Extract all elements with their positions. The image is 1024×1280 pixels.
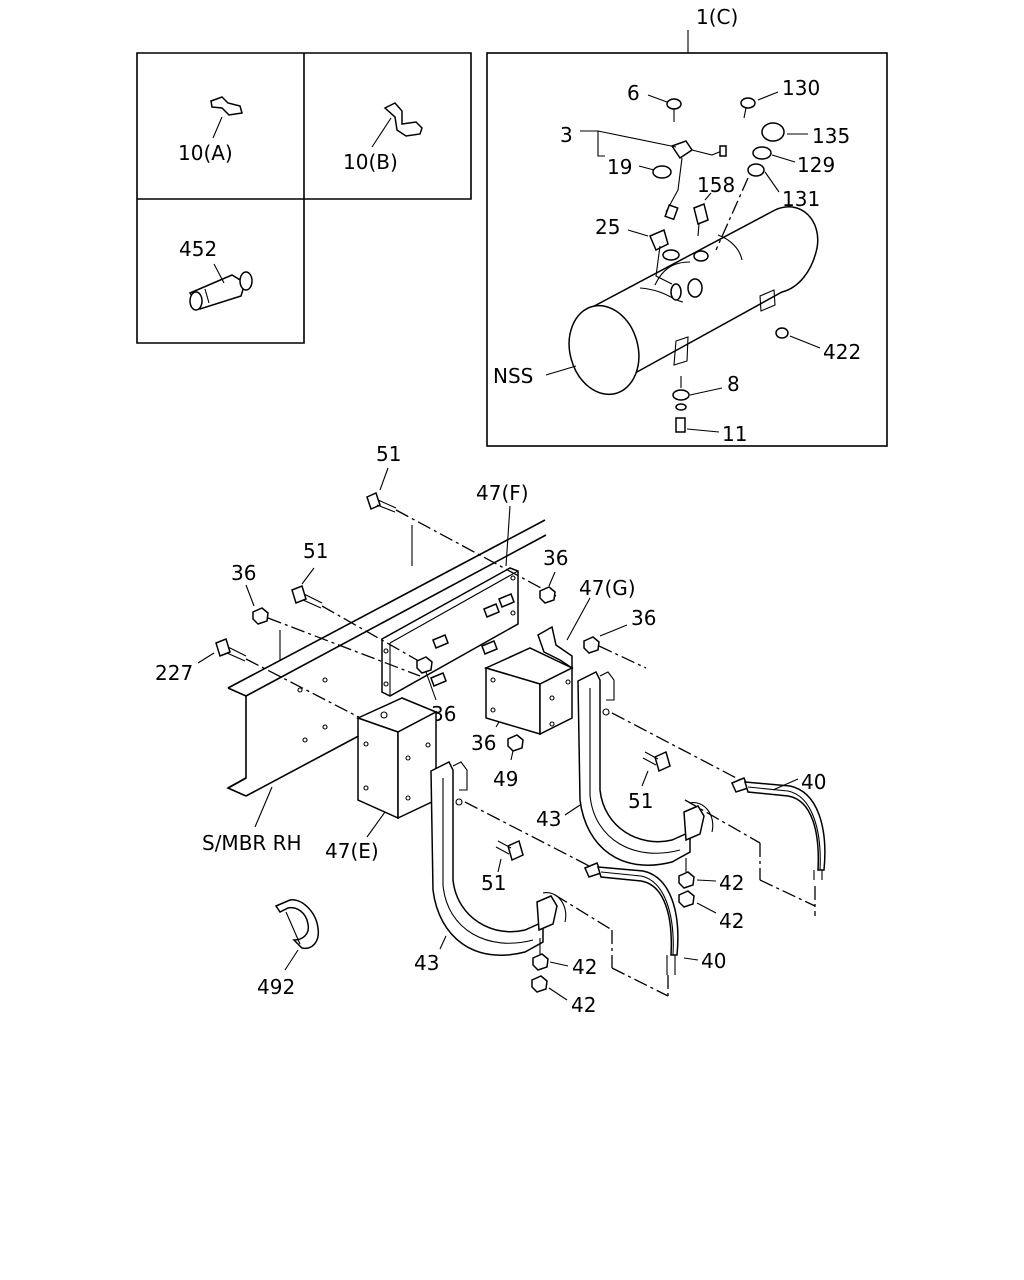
callout-36-lower: 36 [471,731,496,755]
connector-452-part [188,263,253,311]
callout-42-c: 42 [572,955,597,979]
nut-36-left [252,607,421,677]
nut-36-right [583,636,647,669]
nut-49 [507,734,524,752]
screw-6-part [666,98,682,122]
callout-42-b: 42 [719,909,744,933]
strap-40-upper [731,777,826,880]
callout-47g: 47(G) [579,576,636,600]
band-clip-492 [274,899,320,950]
nut-42-b [678,890,695,908]
nut-42-a [678,858,695,889]
callout-19: 19 [607,155,632,179]
callout-227: 227 [155,661,193,685]
callout-43-lower: 43 [414,951,439,975]
j-strap-43-upper [577,670,714,866]
callout-nss: NSS [493,364,533,388]
strap-40-lower-dash [554,894,669,1000]
callout-42-d: 42 [571,993,596,1017]
callout-40-upper: 40 [801,770,826,794]
studs [430,593,515,687]
nut-42-c [532,938,549,971]
strap-40-lower [584,862,679,975]
nut-36-upper [539,586,556,604]
cap-parts-130-135 [687,97,785,298]
callout-51-upper-strap: 51 [628,789,653,813]
callout-11: 11 [722,422,747,446]
callout-1c: 1(C) [696,5,738,29]
callout-3: 3 [560,123,573,147]
bolt-227 [215,638,381,729]
bolt-51-top [366,491,557,597]
callout-8: 8 [727,372,740,396]
callout-51-lower-strap: 51 [481,871,506,895]
inset-box-group [136,52,472,344]
callout-492: 492 [257,975,295,999]
callout-51-top: 51 [376,442,401,466]
callout-43-upper: 43 [536,807,561,831]
callout-40-lower: 40 [701,949,726,973]
callout-130: 130 [782,76,820,100]
callout-smbr-rh: S/MBR RH [202,831,302,855]
bracket-47f [381,567,519,697]
callout-47f: 47(F) [476,481,529,505]
plug-422-part [775,327,789,339]
callout-36-upper: 36 [543,546,568,570]
callout-10b: 10(B) [343,150,398,174]
bolt-51-left [291,585,425,665]
callout-49: 49 [493,767,518,791]
bolt-51-lower-strap [464,801,598,871]
j-strap-43-lower [430,760,567,956]
callout-36-right: 36 [631,606,656,630]
strap-40-upper-dash [684,799,816,916]
callout-36-left: 36 [231,561,256,585]
callout-422: 422 [823,340,861,364]
callout-51-left: 51 [303,539,328,563]
callout-10a: 10(A) [178,141,233,165]
valve-158-part [693,202,709,237]
callout-135: 135 [812,124,850,148]
callout-158: 158 [697,173,735,197]
bracket-47g [483,625,574,736]
callout-129: 129 [797,153,835,177]
callout-25: 25 [595,215,620,239]
bracket-47e [355,697,438,820]
callout-131: 131 [782,187,820,211]
fuel-sender-unit-3 [649,140,727,301]
clip-10b-part [371,102,423,148]
callout-452: 452 [179,237,217,261]
drain-bolt-parts [672,376,690,433]
callout-6: 6 [627,81,640,105]
side-member-rh [226,519,547,797]
nut-36-mid [416,656,433,674]
nut-42-d [531,975,548,993]
callout-47e: 47(E) [325,839,379,863]
bolt-51-upper-strap [611,712,745,783]
callout-42-a: 42 [719,871,744,895]
fuel-tank-box [486,52,888,447]
clip-10a-part [210,96,243,139]
